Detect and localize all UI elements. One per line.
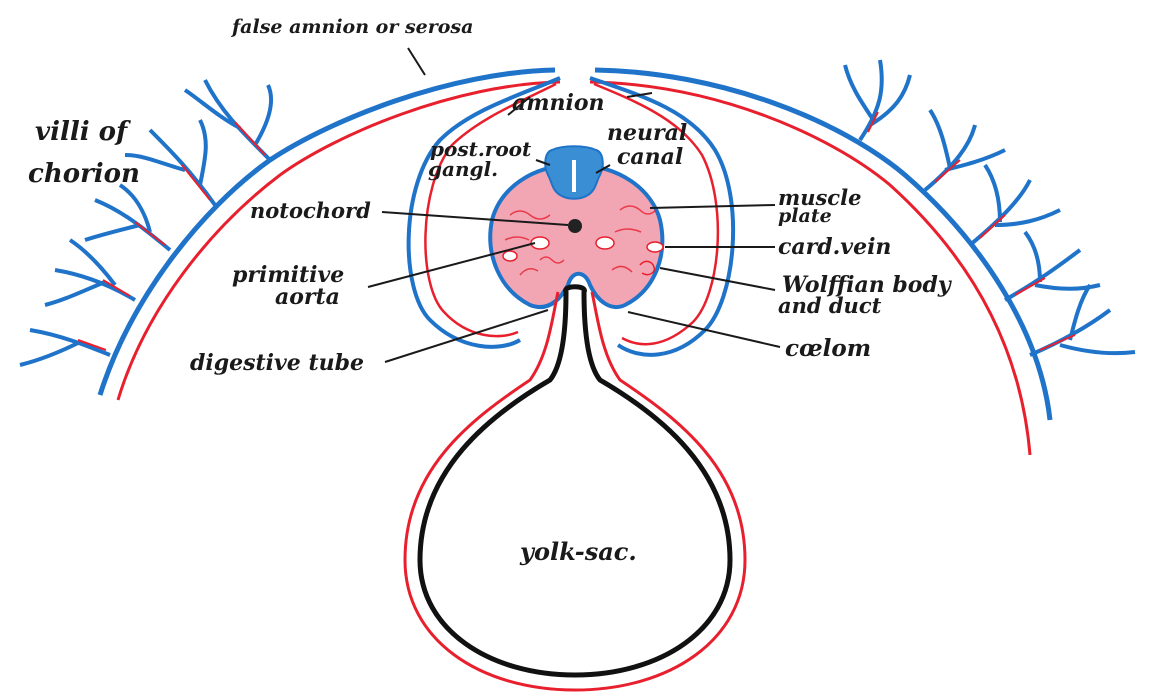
label-primitive-2: aorta [275,284,340,310]
label-card-vein: card.vein [778,234,891,260]
label-coelom: cœlom [785,335,871,362]
label-neural-2: canal [617,144,683,170]
label-amnion: amnion [512,90,605,116]
yolk-sac-mesoderm [405,292,745,690]
label-yolk-sac: yolk-sac. [519,537,637,566]
label-post-root-2: gangl. [428,157,498,181]
label-digestive-tube: digestive tube [190,350,364,376]
embryo-body [490,146,663,307]
notochord-mark [568,219,582,233]
label-muscle-2: plate [778,205,832,227]
primitive-aorta-right [596,237,614,249]
gut-and-yolk-sac [405,287,745,690]
label-notochord: notochord [250,198,371,223]
label-neural-1: neural [607,120,687,146]
label-serosa: false amnion or serosa [230,16,473,38]
labels: false amnion or serosa amnion villi of c… [28,16,953,566]
cardinal-vein-left [503,251,517,261]
cardinal-vein [647,242,663,252]
label-wolffian-2: and duct [778,293,882,318]
label-villi-2: chorion [28,159,140,189]
label-villi-1: villi of [35,117,131,147]
